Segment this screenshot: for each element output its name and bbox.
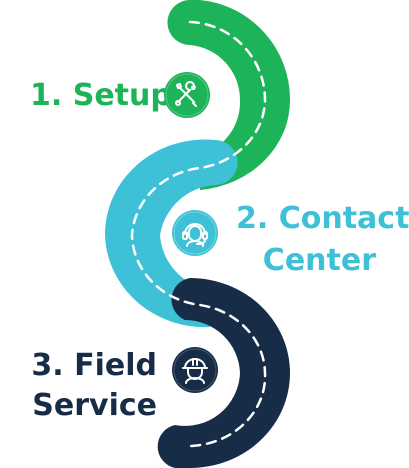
step-2-title-line2: Center	[262, 243, 376, 278]
field-service-badge	[172, 347, 218, 393]
step-3-title-line2: Service	[32, 388, 157, 423]
segment-setup	[167, 0, 291, 190]
setup-badge	[164, 72, 210, 118]
tools-icon	[164, 72, 210, 118]
contact-center-badge	[172, 210, 218, 256]
headset-agent-icon	[172, 210, 218, 256]
dashed-route-line	[130, 20, 267, 448]
process-diagram: 1. Setup 2. Contact Center 3. Field Serv…	[14, 0, 409, 468]
step-2-label: 2. Contact Center	[236, 201, 409, 279]
step-3-label: 3. Field Service	[14, 348, 157, 424]
step-3-title-line1: 3. Field	[31, 348, 157, 383]
step-2-title-line1: 2. Contact	[236, 201, 409, 236]
hard-hat-worker-icon	[172, 347, 218, 393]
segment-field-service	[157, 278, 290, 468]
step-1-label: 1. Setup	[30, 78, 172, 114]
segment-contact-center	[104, 139, 238, 328]
serpentine-path	[104, 0, 291, 468]
step-1-title: 1. Setup	[30, 78, 172, 113]
